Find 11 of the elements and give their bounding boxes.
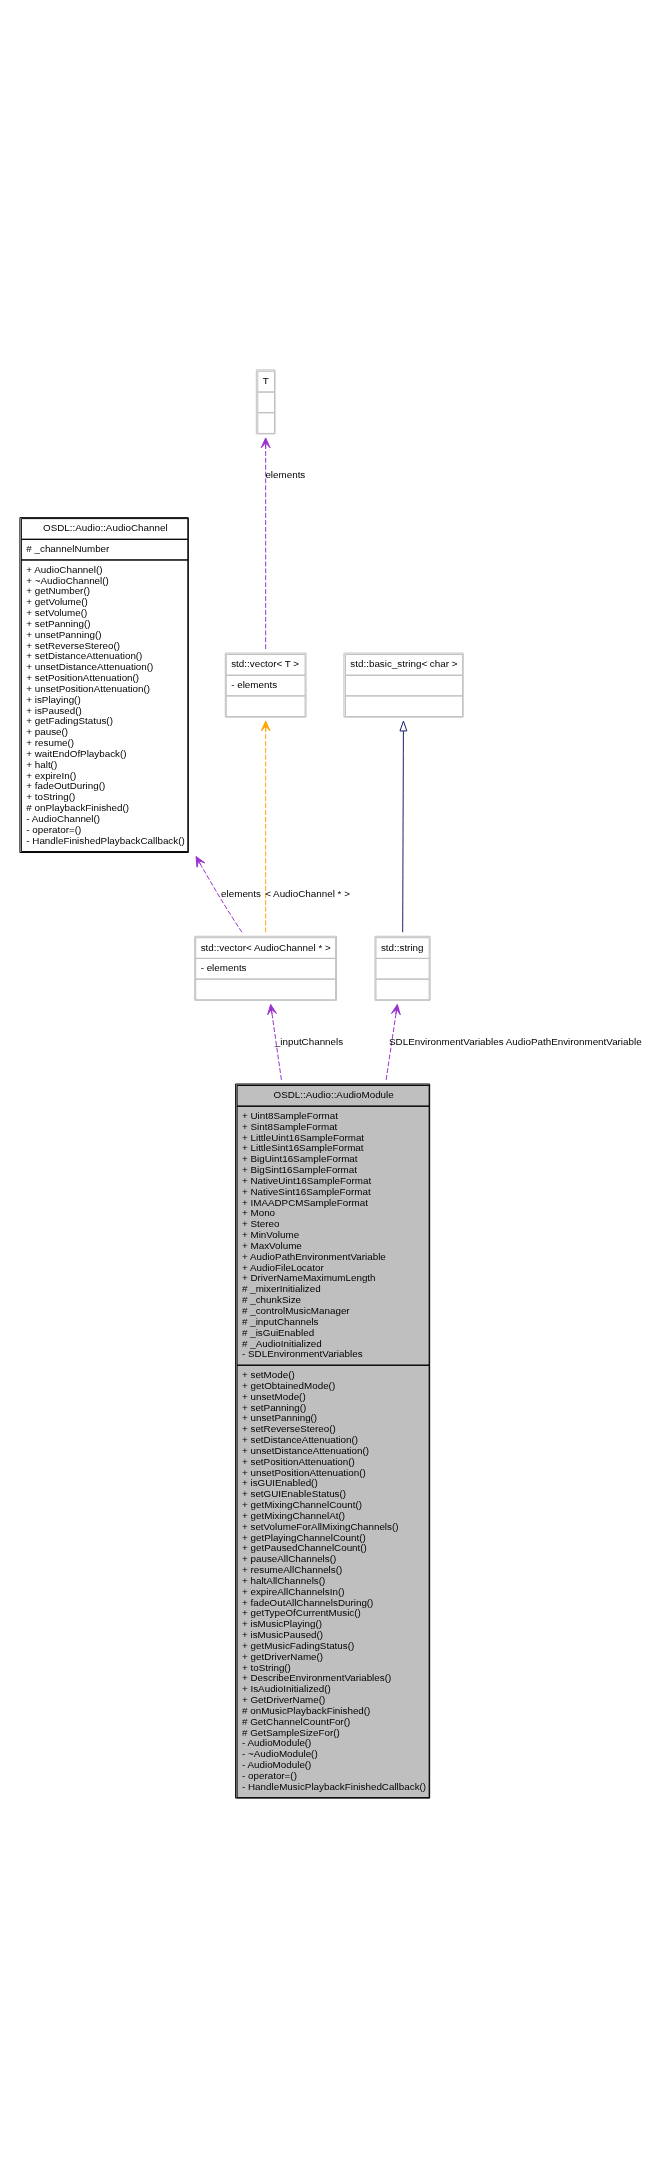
arrow [260,720,271,933]
edge-label: SDLEnvironmentVariables AudioPathEnvironmentVariable [389,1035,642,1047]
arrow [195,856,243,933]
arrow [260,437,271,650]
arrow [385,1003,401,1081]
edge-label: _inputChannels [274,1035,344,1047]
edge-label: elements [221,887,261,899]
edge-label: < AudioChannel * > [265,887,350,899]
arrow [267,1003,282,1081]
edge-label: elements [265,469,306,481]
arrow [399,720,408,933]
